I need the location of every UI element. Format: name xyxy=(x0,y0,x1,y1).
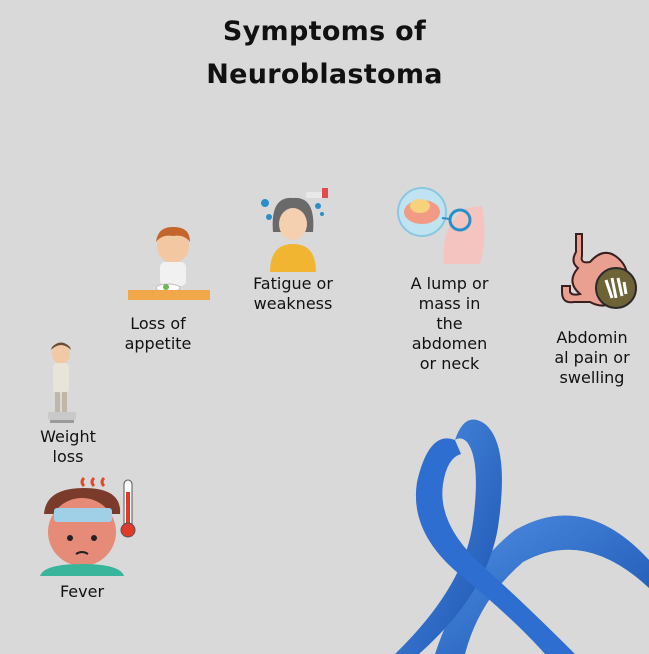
lump-magnifier-icon xyxy=(397,187,485,264)
page-title: Symptoms of Neuroblastoma xyxy=(0,10,649,96)
symptom-fatigue: Fatigue or weakness xyxy=(253,274,333,313)
tired-girl-icon xyxy=(261,188,328,272)
eating-boy-icon xyxy=(128,226,210,300)
stomach-icon xyxy=(561,233,637,309)
title-line-2: Neuroblastoma xyxy=(206,59,443,90)
symptom-weight-loss: Weight loss xyxy=(40,427,96,466)
cancer-ribbon-icon xyxy=(395,419,649,654)
title-line-1: Symptoms of xyxy=(222,16,427,47)
fever-boy-icon xyxy=(40,476,136,576)
symptom-loss-of-appetite: Loss of appetite xyxy=(124,314,192,353)
symptom-lump: A lump or mass in the abdomen or neck xyxy=(410,274,489,373)
symptom-fever: Fever xyxy=(59,582,105,601)
symptom-abdominal-pain: Abdomin al pain or swelling xyxy=(554,328,630,387)
weight-loss-boy-icon xyxy=(48,342,76,423)
